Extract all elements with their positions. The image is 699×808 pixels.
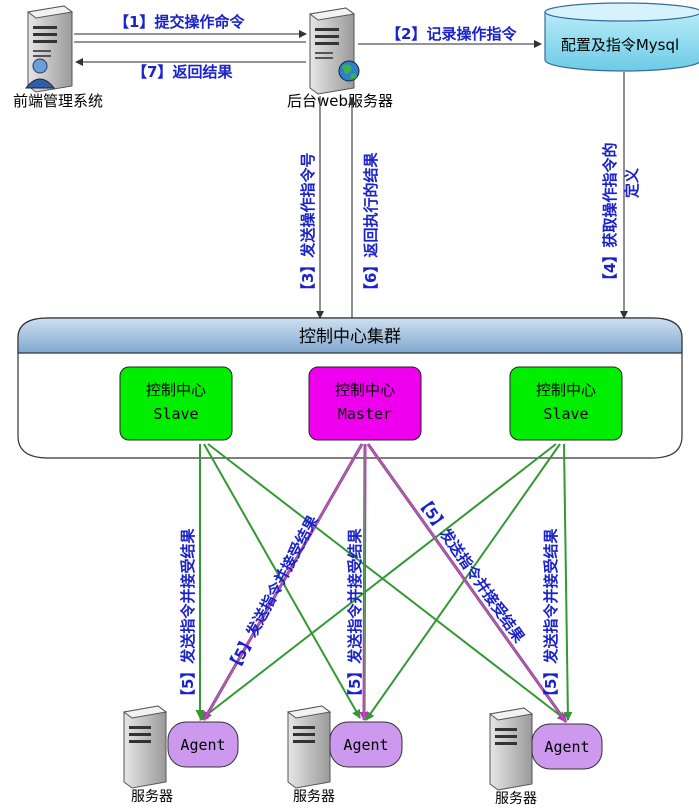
control-slave-right: 控制中心 Slave — [509, 366, 623, 441]
server-icon — [122, 705, 168, 789]
step4-label-line2: 定义 — [623, 168, 641, 198]
master-role: Master — [338, 405, 392, 423]
agent-box — [531, 723, 603, 770]
slave-left-role: Slave — [153, 405, 198, 423]
step5-label-1: 【5】发送指令并接受结果 — [179, 528, 197, 704]
webserver-label: 后台web服务器 — [287, 92, 393, 110]
link-slaveR-agent1 — [199, 443, 557, 721]
server-1: Agent 服务器 — [122, 705, 239, 805]
green-links — [195, 443, 573, 721]
step5-label-2: 【5】发送指令并接受结果 — [224, 512, 323, 676]
link-slaveR-agent2 — [365, 443, 561, 721]
magenta-links — [202, 443, 568, 723]
server-icon — [488, 707, 534, 791]
frontend-label: 前端管理系统 — [13, 92, 103, 110]
server-label: 服务器 — [131, 789, 173, 805]
agent-label: Agent — [343, 736, 388, 754]
agent-box — [167, 721, 239, 768]
server-label: 服务器 — [293, 789, 335, 805]
step3-label: 【3】发送操作指令号 — [299, 153, 317, 298]
step6-label: 【6】返回执行的结果 — [362, 152, 380, 298]
agent-label: Agent — [544, 738, 589, 756]
user-icon — [24, 58, 56, 89]
step4-label: 【4】获取操作指令的 — [601, 143, 619, 288]
slave-left-title: 控制中心 — [146, 381, 206, 399]
step5-label-5: 【5】发送指令并接受结果 — [542, 528, 560, 704]
database-cylinder — [544, 2, 699, 72]
master-title: 控制中心 — [335, 381, 395, 399]
agent-label: Agent — [180, 736, 225, 754]
step5-label-4: 【5】发送指令并接受结果 — [413, 492, 529, 647]
step7-label: 【7】返回结果 — [132, 63, 233, 81]
database-label: 配置及指令Mysql — [561, 36, 679, 54]
server-label: 服务器 — [495, 791, 537, 807]
link-slaveL-agent3 — [207, 443, 567, 721]
server-icon — [286, 705, 332, 789]
cluster-title: 控制中心集群 — [299, 327, 401, 347]
step1-label: 【1】提交操作命令 — [114, 13, 245, 31]
control-master: 控制中心 Master — [308, 366, 422, 441]
slave-right-title: 控制中心 — [536, 381, 596, 399]
slave-right-role: Slave — [543, 405, 588, 423]
server-3: Agent 服务器 — [488, 707, 603, 807]
step2-label: 【2】记录操作指令 — [386, 25, 517, 43]
frontend-server-icon — [26, 5, 74, 93]
control-slave-left: 控制中心 Slave — [119, 366, 233, 441]
magenta-links-inner — [203, 443, 567, 723]
step5-label-3: 【5】发送指令并接受结果 — [346, 528, 364, 704]
agent-box — [329, 721, 403, 768]
server-2: Agent 服务器 — [286, 705, 403, 805]
globe-icon — [338, 60, 360, 82]
link-slaveR-agent3 — [563, 443, 573, 721]
